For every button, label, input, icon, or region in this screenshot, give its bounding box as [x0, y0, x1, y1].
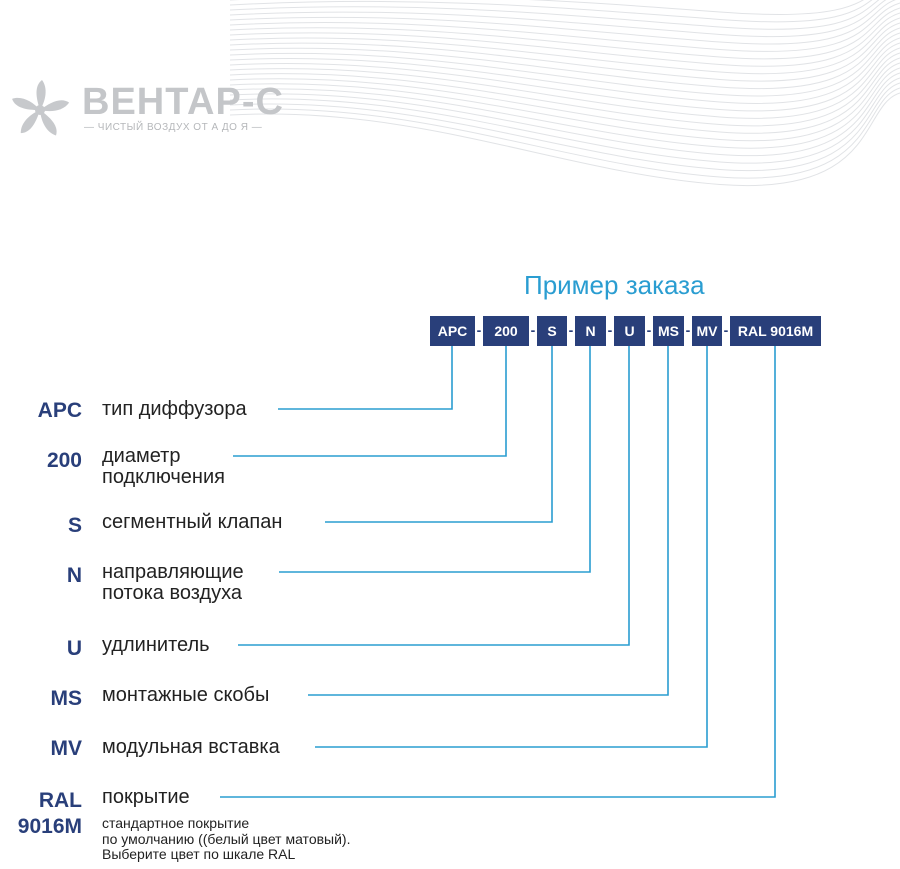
code-separator: - — [685, 322, 691, 338]
wave-line — [229, 0, 880, 30]
wave-line — [229, 0, 897, 45]
connector-s — [325, 346, 553, 523]
code-segment-u: U — [614, 316, 645, 346]
wave-line — [229, 12, 900, 67]
legend-code-n: N — [66, 564, 82, 587]
connector-u — [238, 346, 630, 646]
wave-line — [229, 37, 900, 104]
code-separator: - — [476, 322, 482, 338]
code-segment-apc: APC — [430, 316, 475, 346]
code-separator: - — [530, 322, 536, 338]
background-wave-lines — [229, 0, 900, 187]
legend-code-ms: MS — [50, 687, 83, 710]
code-segment-mv: MV — [692, 316, 722, 346]
wave-line — [229, 67, 900, 149]
wave-line — [229, 7, 900, 60]
coating-note: стандартное покрытие по умолчанию ((белы… — [102, 815, 351, 862]
connector-apc — [278, 346, 453, 410]
wave-line — [229, 87, 900, 179]
legend-desc-200: диаметр подключения — [102, 445, 225, 488]
wave-line — [229, 72, 900, 157]
code-separator: - — [607, 322, 613, 338]
legend-desc-apc: тип диффузора — [102, 398, 247, 420]
brand-tagline: — ЧИСТЫЙ ВОЗДУХ ОТ А ДО Я — — [84, 122, 263, 133]
legend-desc-n: направляющие потока воздуха — [102, 561, 244, 604]
wave-line — [229, 0, 887, 38]
wave-line — [229, 22, 900, 82]
legend-code-ral: RAL 9016M — [17, 789, 82, 838]
legend-code-s: S — [67, 514, 82, 537]
legend-desc-mv: модульная вставка — [102, 736, 280, 758]
code-separator: - — [568, 322, 574, 338]
legend-desc-s: сегментный клапан — [102, 511, 283, 533]
wave-line — [229, 0, 873, 23]
wave-line — [229, 47, 900, 119]
connector-200 — [233, 346, 507, 457]
wave-line — [229, 32, 900, 97]
wave-line — [229, 27, 900, 89]
wave-line — [229, 2, 900, 52]
wave-line — [230, 0, 864, 15]
wave-line — [229, 77, 900, 164]
legend-code-apc: APC — [37, 399, 82, 422]
wave-line — [229, 52, 900, 127]
connector-ral — [220, 346, 776, 798]
legend-code-mv: MV — [50, 737, 83, 760]
wave-line — [229, 62, 900, 142]
fan-icon — [12, 80, 70, 136]
code-segment-200: 200 — [483, 316, 529, 346]
wave-line — [229, 17, 900, 75]
wave-line — [229, 57, 900, 134]
legend-desc-u: удлинитель — [102, 634, 210, 656]
code-separator: - — [646, 322, 652, 338]
wave-line — [229, 82, 900, 172]
code-segment-ral: RAL 9016M — [730, 316, 821, 346]
brand-name: ВЕНТАР-С — [82, 81, 284, 123]
legend-code-200: 200 — [46, 449, 82, 472]
connector-n — [279, 346, 591, 573]
code-segment-s: S — [537, 316, 567, 346]
code-segment-n: N — [575, 316, 606, 346]
connector-ms — [308, 346, 669, 696]
legend-desc-ms: монтажные скобы — [102, 684, 270, 706]
wave-line — [229, 42, 900, 112]
code-separator: - — [723, 322, 729, 338]
legend-code-u: U — [66, 637, 82, 660]
code-segment-ms: MS — [653, 316, 684, 346]
connector-mv — [315, 346, 708, 748]
legend-desc-ral: покрытие — [102, 786, 190, 808]
order-example-title: Пример заказа — [524, 270, 705, 300]
wave-line — [229, 92, 900, 187]
